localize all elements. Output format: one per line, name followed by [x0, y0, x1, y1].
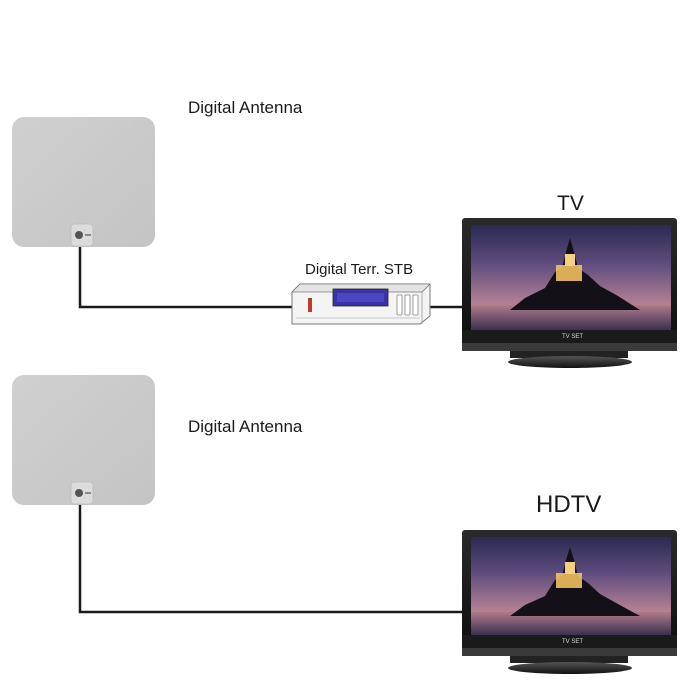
tv-bottom: TV SET — [462, 530, 677, 674]
logo-icon — [75, 231, 83, 239]
power-led — [308, 298, 312, 312]
tv-brand-top: TV SET — [562, 334, 583, 340]
tv-brand-bottom: TV SET — [562, 639, 583, 645]
antenna-to-hdtv-cable — [80, 505, 462, 612]
antenna-top — [12, 117, 155, 247]
logo-icon — [75, 489, 83, 497]
antenna-to-stb-cable — [80, 247, 292, 307]
antenna-bottom — [12, 375, 155, 505]
tv-top: TV SET — [462, 218, 677, 368]
set-top-box — [292, 284, 430, 324]
